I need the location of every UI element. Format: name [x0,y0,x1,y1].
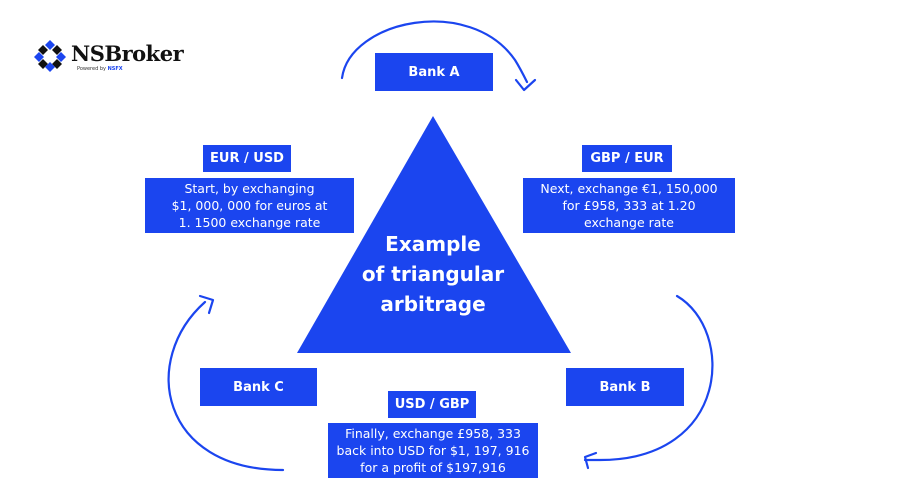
bank-c-box: Bank C [200,368,317,406]
pair-eur-usd: EUR / USD [203,145,291,172]
step-2-line: for £958, 333 at 1.20 [562,198,696,213]
step-3-description: Finally, exchange £958, 333 back into US… [328,423,538,478]
tagline-brand: NSFX [107,66,123,72]
title-line-1: Example [385,232,481,256]
step-1-line: $1, 000, 000 for euros at [171,198,328,213]
tagline-prefix: Powered by [77,66,106,72]
arc-right [583,294,714,462]
step-3-line: back into USD for $1, 197, 916 [336,443,530,458]
arrowhead-left-icon [198,294,215,315]
arc-top [340,20,529,84]
diagram-title: Example of triangular arbitrage [333,229,533,319]
logo-mark-icon [34,40,66,72]
step-1-line: Start, by exchanging [184,181,315,196]
arrowhead-top-icon [514,78,537,92]
bank-a-box: Bank A [375,53,493,91]
step-3-line: for a profit of $197,916 [360,460,506,475]
title-line-2: of triangular [361,262,505,286]
arrowhead-right-icon [583,451,598,470]
step-1-line: 1. 1500 exchange rate [178,215,321,230]
step-2-line: exchange rate [583,215,674,230]
brand-name: NSBroker [71,41,184,66]
step-3-line: Finally, exchange £958, 333 [345,426,521,441]
bank-b-box: Bank B [566,368,684,406]
logo: NSBroker Powered by NSFX [33,39,193,75]
step-2-line: Next, exchange €1, 150,000 [540,181,718,196]
step-1-description: Start, by exchanging $1, 000, 000 for eu… [145,178,354,233]
arc-left [167,300,285,472]
triangle [297,116,571,353]
pair-usd-gbp: USD / GBP [388,391,476,418]
step-2-description: Next, exchange €1, 150,000 for £958, 333… [523,178,735,233]
title-line-3: arbitrage [380,292,486,316]
pair-gbp-eur: GBP / EUR [582,145,672,172]
brand-tagline: Powered by NSFX [77,66,123,72]
